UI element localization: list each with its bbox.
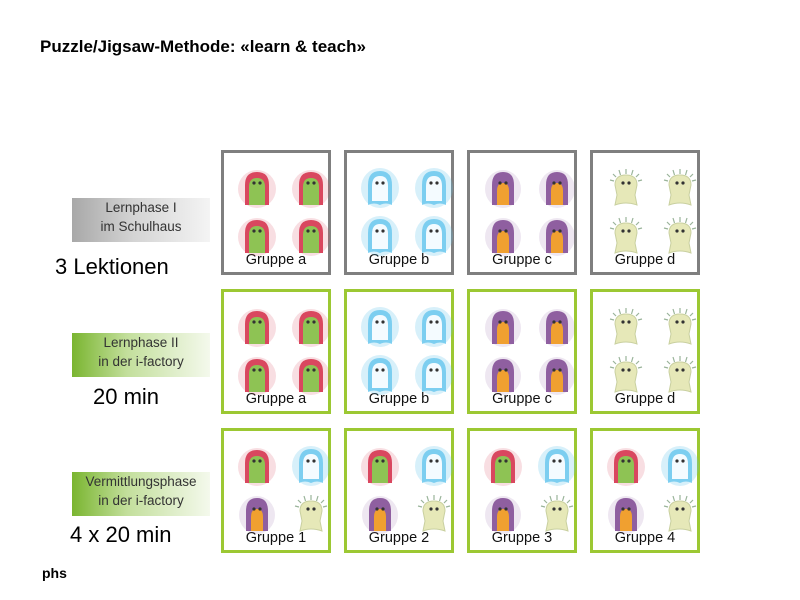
purple-orange-creature-icon [537, 306, 577, 348]
blue-ghost-icon [414, 354, 454, 396]
phase-label-line: in der i-factory [98, 493, 184, 508]
red-green-creature-icon [237, 215, 277, 257]
phase-label-2: Lernphase II in der i-factory [72, 333, 210, 377]
red-green-creature-icon [237, 445, 277, 487]
page-title: Puzzle/Jigsaw-Methode: «learn & teach» [40, 37, 366, 56]
phase-duration-2: 20 min [93, 384, 160, 409]
spiky-yellow-creature-icon [660, 306, 700, 348]
phase-duration-3: 4 x 20 min [70, 522, 172, 547]
phase-label-3: Vermittlungsphase in der i-factory [72, 472, 210, 516]
footer-logo-text: phs [42, 565, 67, 581]
group-label: Gruppe c [492, 252, 552, 268]
red-green-creature-icon [291, 167, 331, 209]
group-box: Gruppe 1 [221, 428, 331, 553]
blue-ghost-icon [414, 445, 454, 487]
spiky-yellow-creature-icon [606, 354, 646, 396]
purple-orange-creature-icon [537, 215, 577, 257]
group-box: Gruppe 4 [590, 428, 700, 553]
spiky-yellow-creature-icon [660, 354, 700, 396]
purple-orange-creature-icon [537, 167, 577, 209]
blue-ghost-icon [660, 445, 700, 487]
spiky-yellow-creature-icon [414, 493, 454, 535]
purple-orange-creature-icon [483, 167, 523, 209]
red-green-creature-icon [237, 167, 277, 209]
group-box: Gruppe a [221, 150, 331, 275]
group-label: Gruppe 3 [491, 530, 553, 546]
group-box: Gruppe c [467, 150, 577, 275]
spiky-yellow-creature-icon [660, 493, 700, 535]
spiky-yellow-creature-icon [606, 306, 646, 348]
blue-ghost-icon [414, 306, 454, 348]
phase-duration-1: 3 Lektionen [55, 254, 169, 279]
purple-orange-creature-icon [483, 493, 523, 535]
phase-label-line: Lernphase I [105, 200, 177, 215]
purple-orange-creature-icon [606, 493, 646, 535]
red-green-creature-icon [483, 445, 523, 487]
group-box: Gruppe d [590, 150, 700, 275]
phase-label-line: in der i-factory [98, 354, 184, 369]
purple-orange-creature-icon [483, 215, 523, 257]
group-label: Gruppe b [368, 391, 430, 407]
purple-orange-creature-icon [483, 354, 523, 396]
phase-label-1: Lernphase I im Schulhaus [72, 198, 210, 242]
group-box: Gruppe 3 [467, 428, 577, 553]
red-green-creature-icon [237, 354, 277, 396]
group-label: Gruppe c [492, 391, 552, 407]
blue-ghost-icon [537, 445, 577, 487]
blue-ghost-icon [414, 215, 454, 257]
group-box: Gruppe c [467, 289, 577, 414]
red-green-creature-icon [291, 215, 331, 257]
blue-ghost-icon [414, 167, 454, 209]
blue-ghost-icon [291, 445, 331, 487]
purple-orange-creature-icon [360, 493, 400, 535]
group-box: Gruppe b [344, 289, 454, 414]
group-box: Gruppe b [344, 150, 454, 275]
group-label: Gruppe a [245, 391, 307, 407]
phase-label-line: im Schulhaus [100, 219, 182, 234]
group-box: Gruppe d [590, 289, 700, 414]
spiky-yellow-creature-icon [606, 215, 646, 257]
group-label: Gruppe a [245, 252, 307, 268]
blue-ghost-icon [360, 354, 400, 396]
spiky-yellow-creature-icon [537, 493, 577, 535]
phase-label-line: Vermittlungsphase [85, 474, 197, 489]
group-label: Gruppe d [614, 252, 676, 268]
group-label: Gruppe 4 [614, 530, 676, 546]
group-label: Gruppe b [368, 252, 430, 268]
spiky-yellow-creature-icon [606, 167, 646, 209]
blue-ghost-icon [360, 167, 400, 209]
red-green-creature-icon [291, 306, 331, 348]
purple-orange-creature-icon [483, 306, 523, 348]
group-label: Gruppe d [614, 391, 676, 407]
purple-orange-creature-icon [237, 493, 277, 535]
red-green-creature-icon [237, 306, 277, 348]
phase-label-line: Lernphase II [103, 335, 179, 350]
group-box: Gruppe a [221, 289, 331, 414]
red-green-creature-icon [291, 354, 331, 396]
group-box: Gruppe 2 [344, 428, 454, 553]
spiky-yellow-creature-icon [660, 215, 700, 257]
blue-ghost-icon [360, 306, 400, 348]
purple-orange-creature-icon [537, 354, 577, 396]
red-green-creature-icon [360, 445, 400, 487]
group-label: Gruppe 1 [245, 530, 307, 546]
spiky-yellow-creature-icon [660, 167, 700, 209]
group-label: Gruppe 2 [368, 530, 430, 546]
red-green-creature-icon [606, 445, 646, 487]
blue-ghost-icon [360, 215, 400, 257]
spiky-yellow-creature-icon [291, 493, 331, 535]
